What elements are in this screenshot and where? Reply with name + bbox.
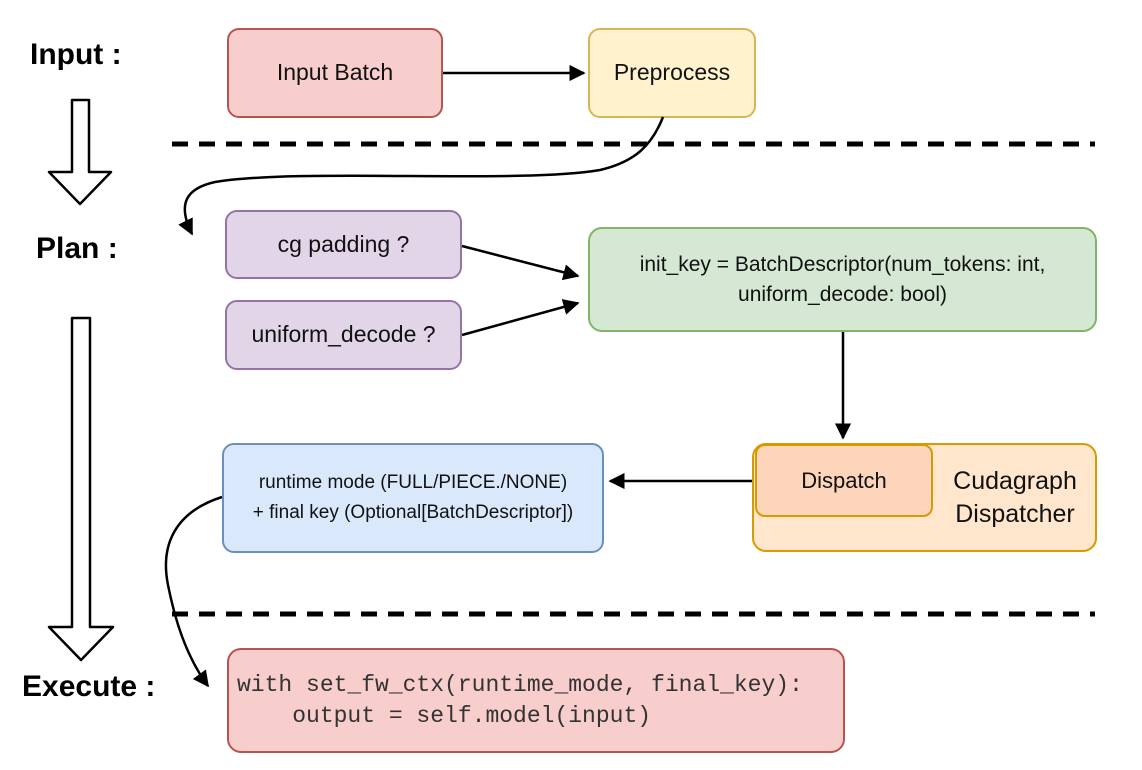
preprocess-node: Preprocess [588,28,756,118]
runtime-mode-node: runtime mode (FULL/PIECE./NONE) + final … [222,443,604,553]
cudagraph-dispatcher-label: Cudagraph Dispatcher [933,443,1097,552]
input-batch-label: Input Batch [276,59,394,86]
plan-to-execute-arrow-icon [47,316,115,662]
init-key-line1: init_key = BatchDescriptor(num_tokens: i… [639,252,1046,276]
cg-padding-label: cg padding ? [277,230,410,257]
cg-padding-node: cg padding ? [225,210,462,279]
runtime-mode-line2: + final key (Optional[BatchDescriptor]) [252,502,574,523]
connector-cgpadding-to-initkey [461,244,580,281]
init-key-line2: uniform_decode: bool) [738,282,947,306]
input-batch-node: Input Batch [227,28,443,118]
runtime-mode-line1: runtime mode (FULL/PIECE./NONE) [258,472,568,493]
init-key-node: init_key = BatchDescriptor(num_tokens: i… [588,227,1097,332]
connector-uniformdecode-to-initkey [461,299,580,337]
preprocess-label: Preprocess [613,59,731,86]
stage-label-input: Input : [30,38,122,71]
uniform-decode-node: uniform_decode ? [225,300,462,370]
uniform-decode-label: uniform_decode ? [251,321,436,348]
stage-label-plan: Plan : [36,232,118,265]
dispatch-label: Dispatch [801,467,887,493]
stage-label-execute: Execute : [22,670,156,703]
execute-code-node: with set_fw_ctx(runtime_mode, final_key)… [227,648,845,753]
cudagraph-dispatcher-line2: Dispatcher [955,499,1075,528]
input-to-plan-arrow-icon [47,98,113,206]
cudagraph-dispatcher-line1: Cudagraph [953,466,1077,495]
execute-code-line2: output = self.model(input) [237,702,652,729]
connector-runtime-to-executecode [164,495,223,688]
execute-code-line1: with set_fw_ctx(runtime_mode, final_key)… [237,671,803,698]
dispatch-node: Dispatch [755,444,933,517]
